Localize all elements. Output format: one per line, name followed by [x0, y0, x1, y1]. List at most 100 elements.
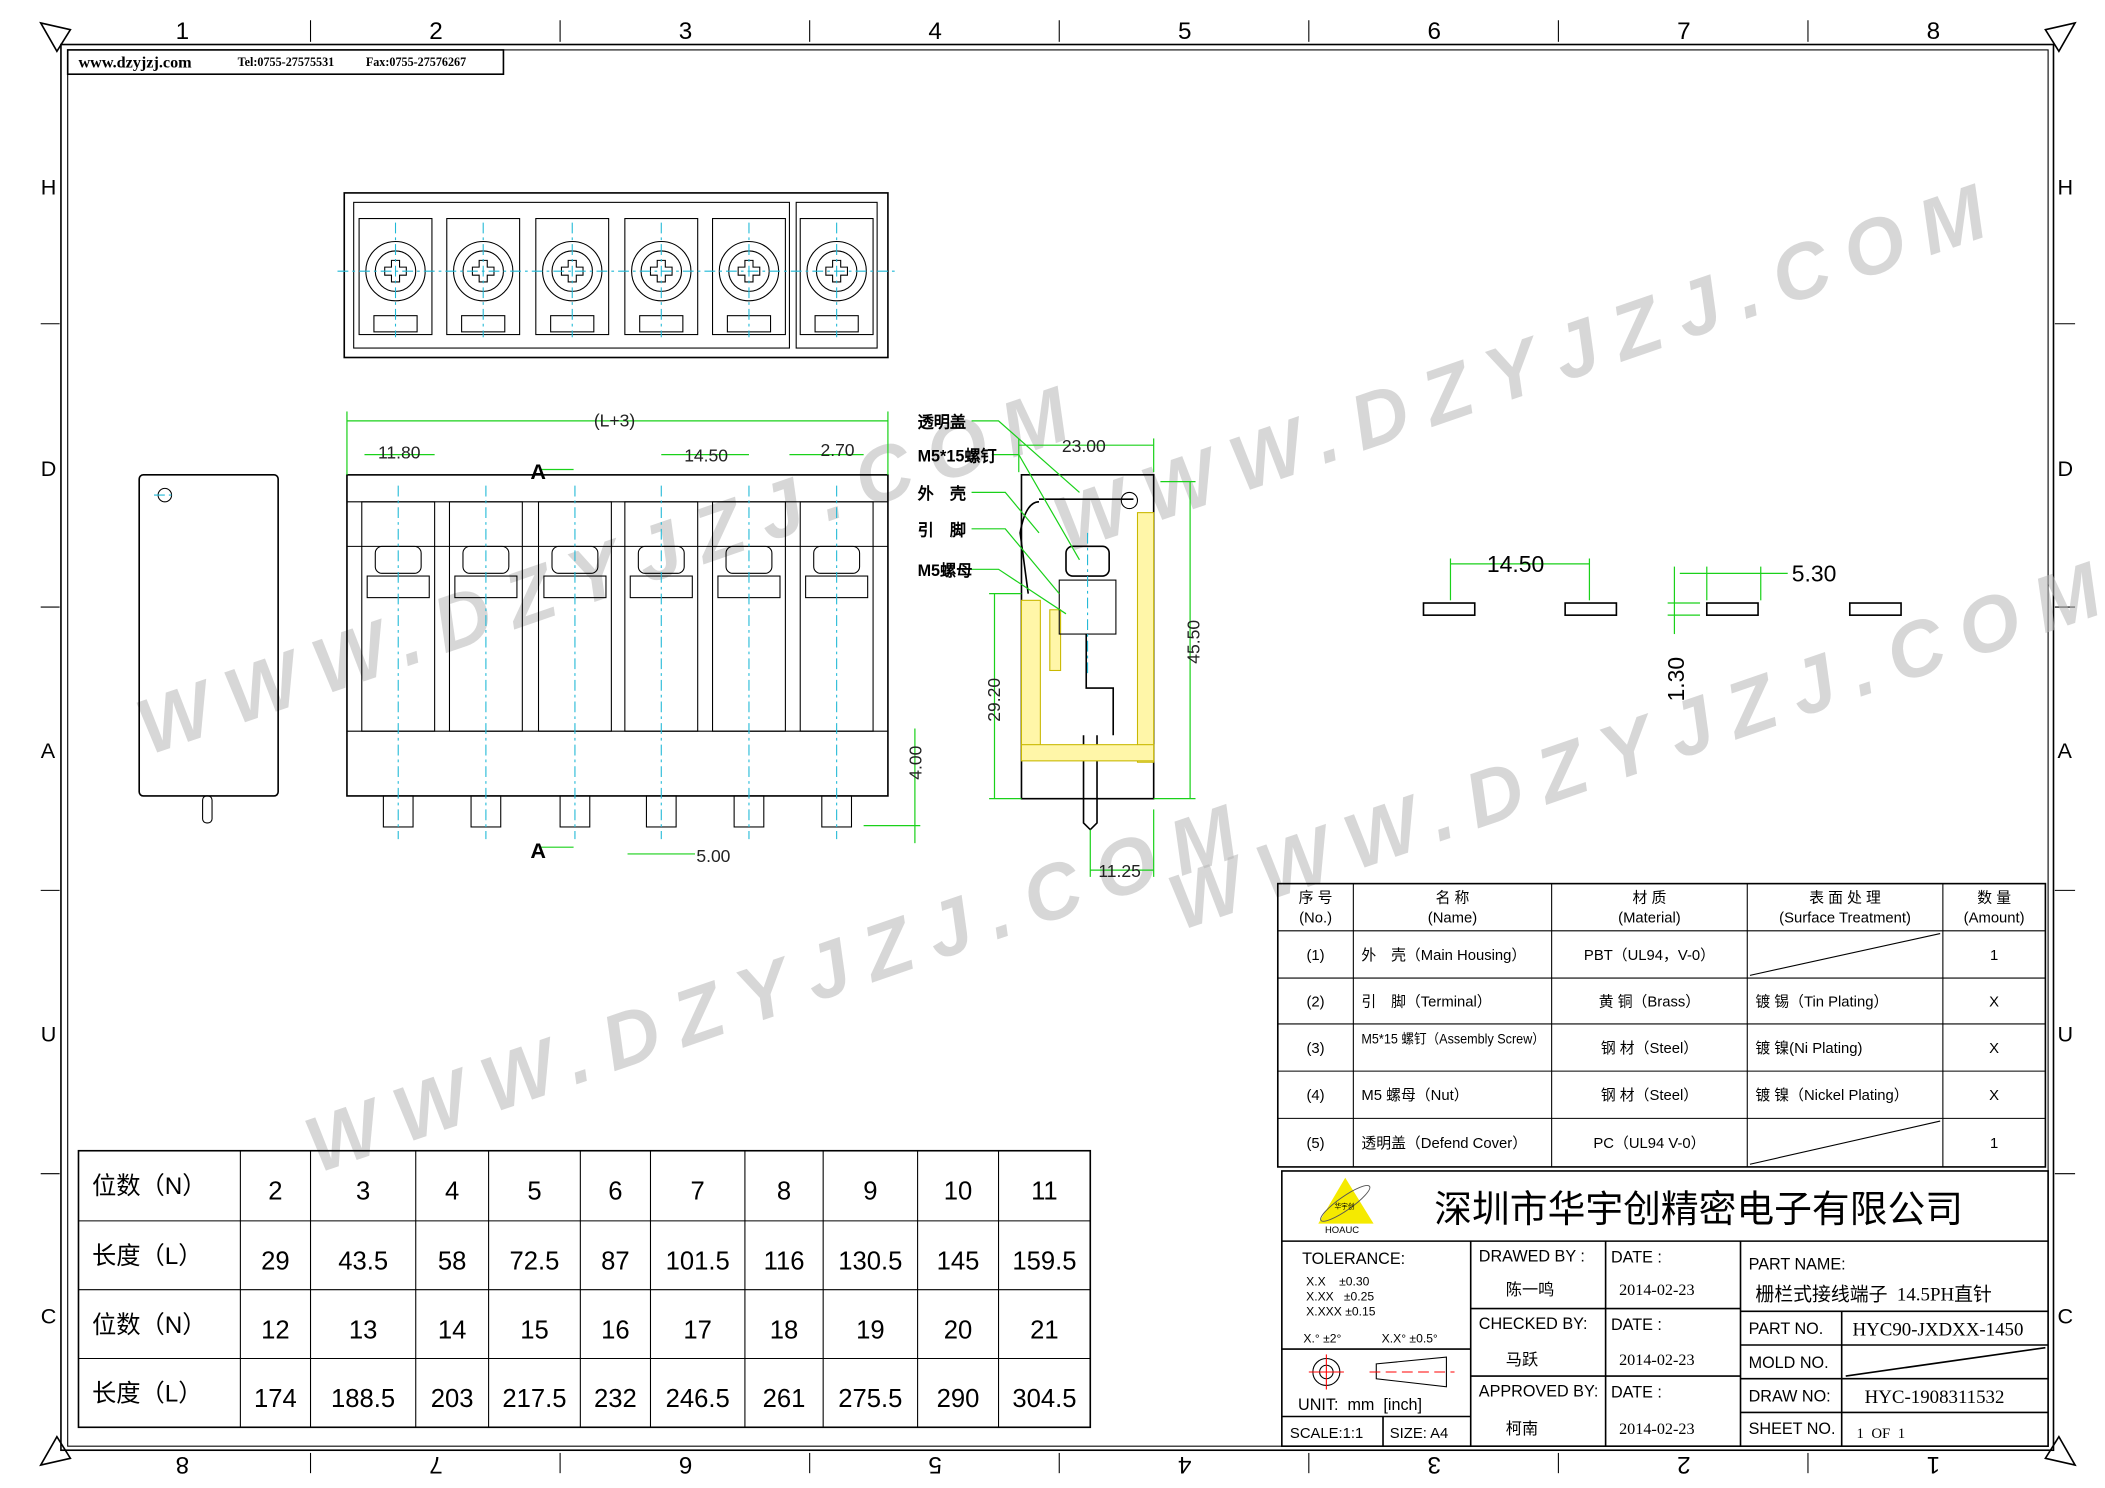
zone-label-left: A	[41, 738, 56, 763]
length-cell: 29	[261, 1247, 290, 1275]
terminal-slot	[448, 485, 523, 840]
approved-by-label: APPROVED BY:	[1479, 1382, 1599, 1400]
part-name-label: PART NAME:	[1749, 1255, 1846, 1273]
length-cell: 3	[356, 1177, 370, 1205]
dim-pin-width: 5.00	[696, 846, 730, 866]
screw-cross-icon	[649, 259, 673, 283]
length-cell: 13	[349, 1316, 378, 1344]
dim-pad-spacing: 5.30	[1792, 560, 1837, 586]
parts-cell: M5 螺母（Nut）	[1361, 1087, 1468, 1104]
sheet-no-label: SHEET NO.	[1749, 1420, 1836, 1438]
terminal-position	[712, 218, 786, 338]
length-cell: 5	[527, 1177, 541, 1205]
end-view	[138, 474, 279, 824]
zone-label-left: C	[41, 1303, 57, 1328]
length-cell: 4	[445, 1177, 459, 1205]
drawed-by-label: DRAWED BY :	[1479, 1247, 1585, 1265]
zone-label-left: U	[41, 1021, 57, 1046]
parts-cell: X	[1989, 994, 1999, 1010]
parts-cell: 钢 材（Steel）	[1601, 1040, 1698, 1057]
contact-header: www.dzyjzj.com Tel:0755-27575531 Fax:075…	[66, 49, 505, 76]
dim-pad-width: 1.30	[1663, 657, 1689, 702]
zone-label-right: H	[2058, 174, 2074, 199]
parts-cell: X	[1989, 1088, 1999, 1104]
parts-row: (4)M5 螺母（Nut）钢 材（Steel）镀 镍（Nickel Platin…	[1307, 1087, 2000, 1104]
screw-cross-icon	[825, 259, 848, 283]
tolerance-1: X.X ±0.30	[1306, 1275, 1370, 1289]
parts-header: 表 面 处 理	[1809, 890, 1881, 907]
parts-cell: X	[1989, 1041, 1999, 1057]
callout-cover: 透明盖	[918, 413, 967, 432]
length-cell: 21	[1030, 1316, 1059, 1344]
parts-row: (3)M5*15 螺钉（Assembly Screw）钢 材（Steel）镀 镍…	[1307, 1031, 2000, 1056]
zone-label-right: C	[2058, 1303, 2074, 1328]
size-label: SIZE: A4	[1390, 1426, 1449, 1442]
date-approved: 2014-02-23	[1619, 1421, 1694, 1438]
empty-cell-slash	[1749, 933, 1941, 976]
length-cell: 116	[764, 1247, 805, 1275]
zone-label-top: 1	[176, 18, 189, 45]
zone-label-bottom: 8	[176, 1451, 190, 1478]
parts-cell: (3)	[1307, 1041, 1325, 1057]
part-no-value: HYC90-JXDXX-1450	[1852, 1320, 2023, 1341]
parts-header-en: (Amount)	[1964, 911, 2025, 927]
zone-label-top: 8	[1927, 18, 1941, 45]
date-label: DATE :	[1611, 1249, 1662, 1267]
screw-cross-icon	[560, 259, 584, 283]
parts-cell: PC（UL94 V-0）	[1593, 1135, 1705, 1152]
callout-screw: M5*15螺钉	[918, 446, 997, 465]
company-logo: 华宇创 HOAUC	[1318, 1177, 1374, 1236]
dim-pitch: 14.50	[684, 445, 728, 465]
fax: Fax:0755-27576267	[366, 55, 466, 69]
length-cell: 8	[777, 1177, 791, 1205]
zone-label-top: 4	[928, 18, 942, 45]
approved-by-value: 柯南	[1506, 1420, 1538, 1438]
length-cell: 58	[438, 1247, 467, 1275]
screw-cross-icon	[737, 259, 761, 283]
length-cell: 72.5	[510, 1247, 560, 1275]
drawed-by-value: 陈一鸣	[1506, 1281, 1555, 1299]
length-cell: 17	[683, 1316, 712, 1344]
zone-label-top: 2	[429, 18, 442, 45]
parts-header: 序 号	[1299, 890, 1333, 907]
parts-cell: 1	[1990, 1136, 1998, 1152]
tolerance-label: TOLERANCE:	[1302, 1250, 1405, 1268]
zone-label-right: D	[2058, 456, 2074, 481]
zone-label-bottom: 7	[429, 1451, 443, 1478]
zone-label-right: U	[2058, 1021, 2074, 1046]
parts-cell: 黄 铜（Brass）	[1599, 993, 1700, 1010]
draw-no-value: HYC-1908311532	[1865, 1387, 2005, 1408]
length-cell: 10	[944, 1177, 973, 1205]
terminal-position	[358, 218, 433, 338]
zone-label-top: 3	[679, 18, 693, 45]
length-cell: 217.5	[502, 1385, 566, 1413]
dim-pad-pitch: 14.50	[1487, 551, 1544, 577]
zone-label-bottom: 4	[1178, 1451, 1192, 1478]
length-cell: 246.5	[666, 1385, 730, 1413]
length-cell: 14	[438, 1316, 467, 1344]
zone-label-bottom: 2	[1677, 1451, 1691, 1478]
length-cell: 6	[608, 1177, 622, 1205]
title-block: 华宇创 HOAUC 深圳市华宇创精密电子有限公司 TOLERANCE: X.X …	[1281, 1170, 2049, 1447]
terminal-position	[624, 218, 699, 338]
screw-cross-icon	[384, 259, 407, 283]
parts-header-en: (Name)	[1428, 911, 1477, 927]
length-cell: 87	[601, 1247, 630, 1275]
parts-row: (5)透明盖（Defend Cover）PC（UL94 V-0）1	[1307, 1120, 1998, 1165]
dim-body-height: 29.20	[984, 678, 1004, 722]
website-link[interactable]: www.dzyjzj.com	[78, 54, 192, 71]
date-label: DATE :	[1611, 1316, 1662, 1334]
length-cell: 18	[770, 1316, 799, 1344]
length-cell: 11	[1031, 1177, 1058, 1205]
angle-tolerance-1: X.° ±2°	[1303, 1331, 1341, 1345]
parts-cell: 引 脚（Terminal）	[1361, 993, 1491, 1010]
parts-header-en: (Material)	[1618, 911, 1681, 927]
parts-header: 数 量	[1977, 890, 2011, 907]
zone-label-top: 6	[1428, 18, 1442, 45]
checked-by-label: CHECKED BY:	[1479, 1315, 1588, 1333]
section-mark-a-top: A	[530, 459, 546, 484]
